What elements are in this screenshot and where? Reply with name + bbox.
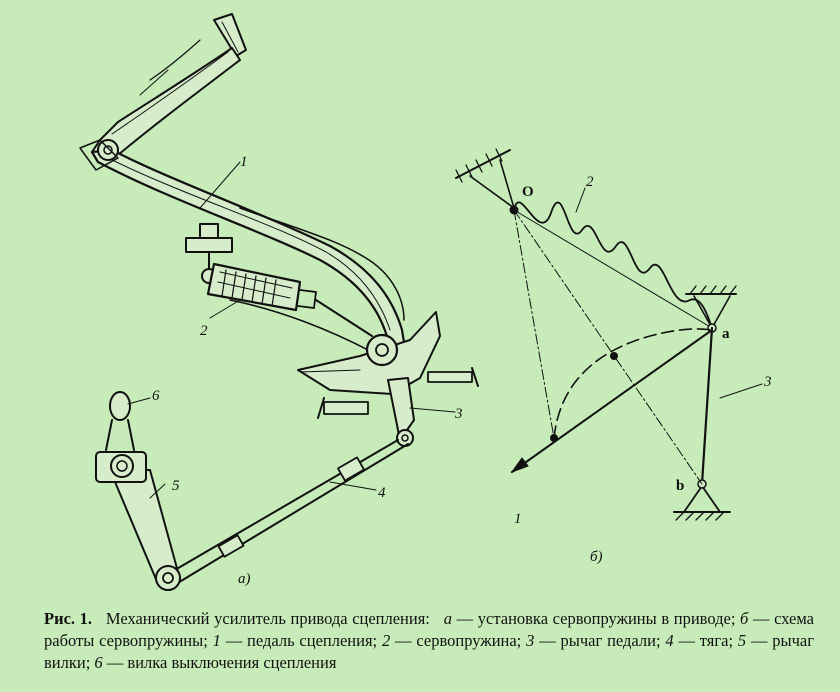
pedal-edge-line bbox=[239, 207, 405, 321]
label-a-3: 3 bbox=[454, 406, 463, 422]
label-b-3: 3 bbox=[763, 374, 772, 390]
pedal-force-arrow bbox=[511, 329, 713, 473]
figure-caption: Рис. 1. Механический усилитель привода с… bbox=[44, 608, 814, 674]
spring-axis bbox=[513, 209, 713, 329]
label-point-b: b bbox=[676, 478, 684, 494]
dashed-arc bbox=[553, 328, 713, 439]
bracket-bolts bbox=[317, 367, 479, 419]
line-o-to-b bbox=[513, 209, 703, 485]
caption-title: Механический усилитель привода сцепления… bbox=[105, 609, 430, 628]
caption-t6: — вилка выключения сцепления bbox=[102, 653, 337, 672]
servo-spring-housing bbox=[206, 262, 373, 337]
pedal-lever-1 bbox=[79, 139, 412, 382]
caption-i4: 4 bbox=[665, 631, 674, 650]
caption-t5: — рычаг вилки; bbox=[44, 631, 814, 672]
pivot-bracket bbox=[297, 311, 441, 395]
caption-t3: — рычаг педали; bbox=[534, 631, 666, 650]
label-a-2: 2 bbox=[200, 323, 208, 339]
leader-lines bbox=[127, 161, 456, 499]
caption-i3: 3 bbox=[526, 631, 535, 650]
caption-i5: 5 bbox=[737, 631, 747, 650]
label-b-1: 1 bbox=[514, 511, 522, 527]
caption-prefix: Рис. 1. bbox=[44, 609, 93, 628]
clutch-fork-6 bbox=[95, 391, 147, 483]
label-point-a: a bbox=[722, 326, 730, 342]
fork-lever-5 bbox=[109, 469, 181, 591]
pedal-pad bbox=[213, 13, 247, 57]
label-point-o: O bbox=[522, 184, 534, 200]
stop-stud bbox=[185, 223, 233, 284]
part-b-schematic bbox=[455, 148, 763, 521]
caption-t2: — сервопружина; bbox=[390, 631, 527, 650]
servo-spring-wave bbox=[513, 201, 713, 329]
label-a-1: 1 bbox=[240, 154, 248, 170]
pedal-lever-3 bbox=[387, 377, 415, 447]
part-a-drawing bbox=[79, 13, 479, 591]
caption-a-text: — установка сервопружины в приводе; bbox=[452, 609, 741, 628]
caption-b-text: — схема работы сервопружины; bbox=[44, 609, 815, 650]
label-b-2: 2 bbox=[586, 174, 594, 190]
line-o-to-1 bbox=[513, 209, 555, 439]
label-a-4: 4 bbox=[378, 485, 386, 501]
caption-t4: — тяга; bbox=[673, 631, 738, 650]
label-a-6: 6 bbox=[152, 388, 160, 404]
spring-cable bbox=[229, 299, 373, 353]
lever-3-line bbox=[700, 326, 714, 486]
caption-t1: — педаль сцепления; bbox=[220, 631, 382, 650]
caption-a-letter: а bbox=[443, 609, 453, 628]
label-a-5: 5 bbox=[172, 478, 180, 494]
sublabel-a: а) bbox=[238, 571, 251, 587]
caption-b-letter: б bbox=[740, 609, 749, 628]
caption-i1: 1 bbox=[212, 631, 221, 650]
clutch-servo-diagram: 1 2 3 4 5 6 а) bbox=[79, 13, 772, 591]
rod-4 bbox=[167, 439, 409, 585]
sublabel-b: б) bbox=[590, 549, 603, 565]
fixed-support-o bbox=[455, 148, 519, 215]
caption-i6: 6 bbox=[94, 653, 103, 672]
caption-i2: 2 bbox=[381, 631, 391, 650]
